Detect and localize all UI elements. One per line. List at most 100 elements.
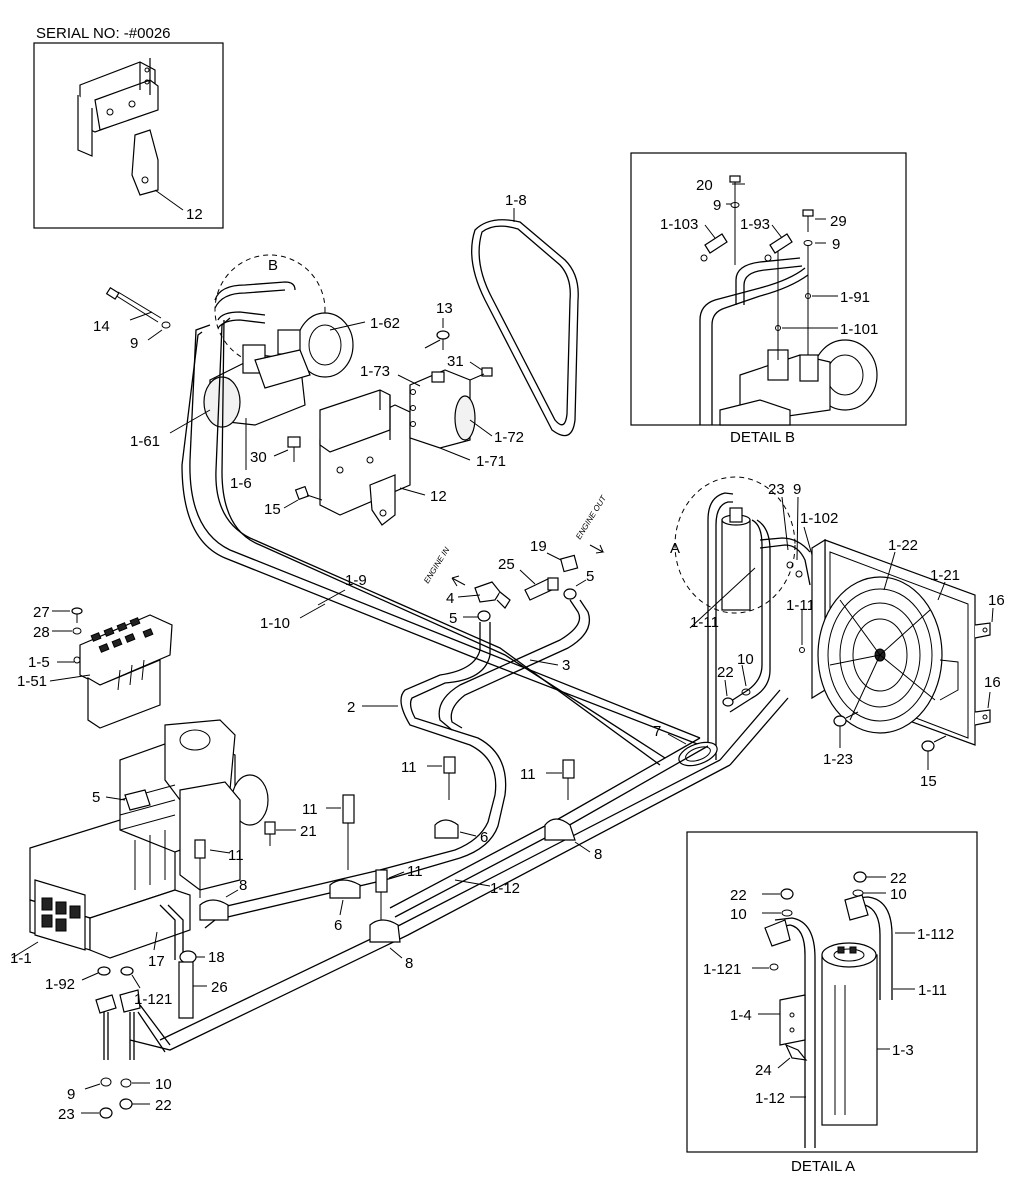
detail-b-bolt-20	[729, 175, 741, 208]
label-14: 14	[93, 318, 110, 335]
bolt-11-e	[375, 869, 388, 920]
label-15: 15	[264, 501, 281, 518]
label-1-62: 1-62	[370, 315, 400, 332]
bracket-12	[319, 389, 411, 526]
label-a-1-112: 1-112	[917, 926, 954, 943]
drive-belt-1-8	[471, 219, 579, 437]
label-23: 23	[768, 481, 785, 498]
hose-3-b	[450, 599, 591, 729]
label-a-1-121: 1-121	[703, 961, 741, 978]
bolt-21	[264, 821, 276, 846]
label-7: 7	[653, 723, 661, 740]
label-a-24: 24	[755, 1062, 772, 1079]
sensor-5-unit	[124, 789, 151, 811]
label-b-1-91: 1-91	[840, 289, 870, 306]
label-25: 25	[498, 556, 515, 573]
label-23-lower: 23	[58, 1106, 75, 1123]
label-a-22-left: 22	[730, 887, 747, 904]
drain-hose-26	[178, 961, 194, 1019]
label-5-right: 5	[586, 568, 594, 585]
label-b-1-93: 1-93	[740, 216, 770, 233]
label-1-121: 1-121	[134, 991, 172, 1008]
label-b-1-101: 1-101	[840, 321, 878, 338]
clamp-6-b	[329, 879, 361, 899]
engine-in-arrow	[451, 575, 466, 587]
label-a-1-11: 1-11	[918, 982, 947, 999]
a-nut-22-right	[853, 871, 867, 883]
bolt-11-c	[342, 794, 355, 870]
clamp-8-b	[199, 899, 229, 921]
engine-out-arrow	[589, 544, 605, 554]
label-22-lower: 22	[155, 1097, 172, 1114]
label-11-c: 11	[302, 801, 318, 818]
detail-a-frame	[686, 831, 978, 1153]
label-3: 3	[562, 657, 570, 674]
label-1-11: 1-11	[690, 614, 719, 631]
bolt-15-right	[921, 735, 947, 752]
label-a-1-4: 1-4	[730, 1007, 752, 1024]
label-9-lower: 9	[67, 1086, 75, 1103]
receiver-drier	[721, 507, 751, 611]
hose-1-9-a	[189, 324, 701, 739]
label-15-right: 15	[920, 773, 937, 790]
hose-2-b	[204, 622, 507, 929]
bolt-13	[424, 330, 450, 350]
cap-19	[559, 554, 579, 573]
serial-inset-frame	[33, 42, 224, 229]
serial-inset-bracket	[77, 58, 159, 196]
label-1-21: 1-21	[930, 567, 960, 584]
label-1-9: 1-9	[345, 572, 367, 589]
label-1-8: 1-8	[505, 192, 527, 209]
detail-a-receiver	[821, 942, 878, 1126]
nut-22-right	[722, 697, 734, 707]
hose-1-12-a	[159, 689, 781, 1041]
label-1-73: 1-73	[360, 363, 390, 380]
label-1-23: 1-23	[823, 751, 853, 768]
label-1-51: 1-51	[17, 673, 47, 690]
label-6-b: 6	[334, 917, 342, 934]
label-5-unit: 5	[92, 789, 100, 806]
label-b-1-103: 1-103	[660, 216, 698, 233]
hose-1-10-a	[215, 317, 661, 766]
label-4: 4	[446, 590, 454, 607]
label-1-6: 1-6	[230, 475, 252, 492]
clamp-6-a	[434, 819, 459, 839]
label-11-d: 11	[228, 847, 244, 864]
valve-4	[474, 581, 511, 609]
label-1-72: 1-72	[494, 429, 524, 446]
hose-2	[199, 622, 497, 921]
detail-b-compressor	[699, 195, 878, 426]
engine-out-note: ENGINE OUT	[574, 493, 609, 541]
washer-28	[72, 627, 82, 635]
label-31: 31	[447, 353, 464, 370]
label-30: 30	[250, 449, 267, 466]
fittings-lower-left	[95, 966, 171, 1060]
label-b-9b: 9	[832, 236, 840, 253]
label-8-a: 8	[594, 846, 602, 863]
label-1-10: 1-10	[260, 615, 290, 632]
screw-27	[71, 607, 83, 623]
a-nut-22-left	[780, 888, 794, 900]
label-1-1: 1-1	[10, 950, 32, 967]
label-1-102: 1-102	[800, 510, 838, 527]
view-b-dashed-circle	[214, 254, 326, 366]
label-6-a: 6	[480, 829, 488, 846]
view-a-letter: A	[670, 540, 680, 557]
controller-1-5	[79, 614, 173, 729]
view-a-dashed-circle	[674, 476, 796, 614]
detail-b-caption: DETAIL B	[730, 429, 795, 446]
hose-3	[438, 599, 581, 731]
view-b-letter: B	[268, 257, 278, 274]
label-1-92: 1-92	[45, 976, 75, 993]
label-1-5: 1-5	[28, 654, 50, 671]
label-a-22-right: 22	[890, 870, 907, 887]
detail-a-caption: DETAIL A	[791, 1158, 855, 1175]
a-washer-10-right	[852, 889, 864, 897]
hose-1-9-b	[181, 331, 701, 746]
label-11-e: 11	[407, 863, 423, 880]
label-21: 21	[300, 823, 317, 840]
label-a-1-3: 1-3	[892, 1042, 914, 1059]
label-a-10-left: 10	[730, 906, 747, 923]
label-2: 2	[347, 699, 355, 716]
